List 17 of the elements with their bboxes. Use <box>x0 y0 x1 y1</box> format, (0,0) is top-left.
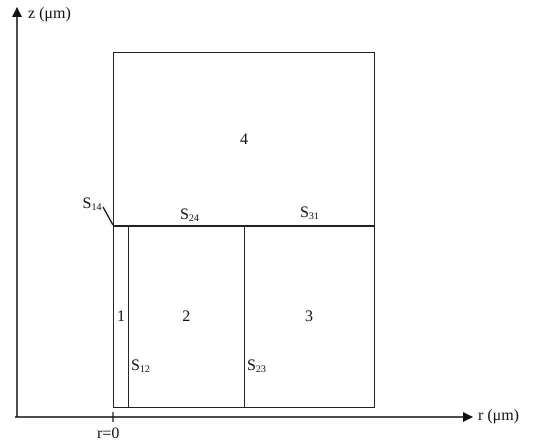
region-box <box>113 52 375 227</box>
boundary-label: S$_{23}$ <box>247 358 266 375</box>
tick-label: r=0 <box>97 426 120 442</box>
region-number: 1 <box>117 308 125 326</box>
axis-label: z (μm) <box>28 6 71 22</box>
region-number: 3 <box>305 308 313 326</box>
leader-line <box>102 206 114 226</box>
axis-label: r (μm) <box>478 408 520 424</box>
region-box <box>244 225 374 408</box>
boundary-label: S$_{14}$ <box>82 195 102 213</box>
region-box <box>113 225 129 408</box>
boundary-label: S$_{24}$ <box>180 207 199 224</box>
region-box <box>128 225 245 408</box>
region-number: 2 <box>182 308 190 326</box>
region-number: 4 <box>240 130 248 148</box>
boundary-label: S$_{12}$ <box>131 358 150 375</box>
boundary-label: S$_{31}$ <box>300 205 319 222</box>
